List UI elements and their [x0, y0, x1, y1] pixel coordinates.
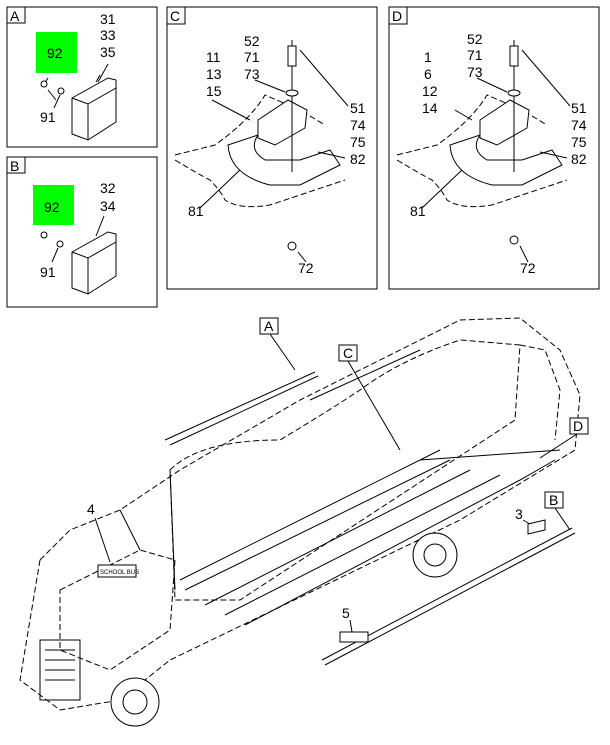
- highlight-92[interactable]: [36, 32, 77, 73]
- decal-3: [527, 519, 546, 535]
- tie-down-ring-icon: [174, 40, 349, 263]
- callout: 71: [467, 47, 483, 63]
- callout-3: 3: [515, 506, 523, 522]
- panel-letter: D: [392, 8, 402, 24]
- tie-down-ring-icon: [396, 40, 571, 263]
- wear-block-icon: [71, 215, 117, 295]
- callout: 11: [206, 49, 221, 65]
- highlight-92[interactable]: [33, 185, 74, 225]
- callout: 51: [350, 100, 366, 116]
- callout-d[interactable]: D: [573, 418, 583, 434]
- callout: 33: [100, 27, 116, 43]
- callout: 91: [40, 109, 56, 125]
- callout-4: 4: [87, 501, 95, 517]
- callout: 31: [100, 11, 116, 27]
- callout: 75: [350, 134, 366, 150]
- panel-c: C 11 13 15 52 71 73 51 74 75 82 81 72: [166, 6, 378, 290]
- callout-92[interactable]: 92: [47, 45, 63, 61]
- callout: 35: [100, 44, 116, 60]
- callout: 15: [206, 83, 222, 99]
- callout: 82: [571, 151, 587, 167]
- callout-c[interactable]: C: [343, 345, 353, 361]
- callout: 52: [244, 33, 260, 49]
- callout: 82: [350, 151, 366, 167]
- callout-a[interactable]: A: [264, 318, 274, 334]
- callout: 1: [424, 49, 432, 65]
- school-bus-sign-text: SCHOOL BUS: [100, 570, 139, 576]
- panel-a: A 92 31 33 35 91: [6, 6, 158, 148]
- panel-d: D 1 6 12 14 52 71 73 51 74 75 82 81 72: [388, 6, 600, 290]
- decal-5: [339, 631, 369, 643]
- callout: 32: [100, 180, 116, 196]
- callout: 73: [244, 66, 260, 82]
- rear-wheel-icon: [412, 532, 458, 578]
- seat-rail-lines: [179, 349, 561, 626]
- panel-letter: C: [170, 8, 180, 24]
- rail-a: [164, 371, 319, 446]
- callout: 74: [350, 117, 366, 133]
- callout: 13: [206, 66, 222, 82]
- callout-92[interactable]: 92: [44, 199, 60, 215]
- callout: 72: [520, 260, 536, 276]
- callout: 73: [467, 64, 483, 80]
- callout: 72: [298, 260, 314, 276]
- callout: 81: [188, 203, 204, 219]
- wear-block-icon: [71, 63, 117, 141]
- callout: 74: [571, 117, 587, 133]
- callout: 52: [467, 31, 483, 47]
- callout: 71: [244, 49, 260, 65]
- callout-b[interactable]: B: [549, 492, 558, 508]
- school-bus-illustration: SCHOOL BUS: [19, 317, 581, 727]
- callout: 91: [40, 264, 56, 280]
- front-wheel-icon: [110, 677, 160, 727]
- callout: 6: [424, 66, 432, 82]
- callout: 34: [100, 198, 116, 214]
- panel-b: B 92 32 34 91: [6, 156, 158, 308]
- callout: 14: [422, 100, 438, 116]
- callout: 51: [571, 100, 587, 116]
- callout: 81: [410, 203, 426, 219]
- panel-letter: A: [10, 8, 20, 24]
- panel-letter: B: [10, 158, 19, 174]
- callout: 75: [571, 134, 587, 150]
- school-bus-sign: [97, 564, 137, 578]
- callout-5: 5: [342, 605, 350, 621]
- callout: 12: [422, 83, 438, 99]
- grille-icon: [39, 639, 81, 701]
